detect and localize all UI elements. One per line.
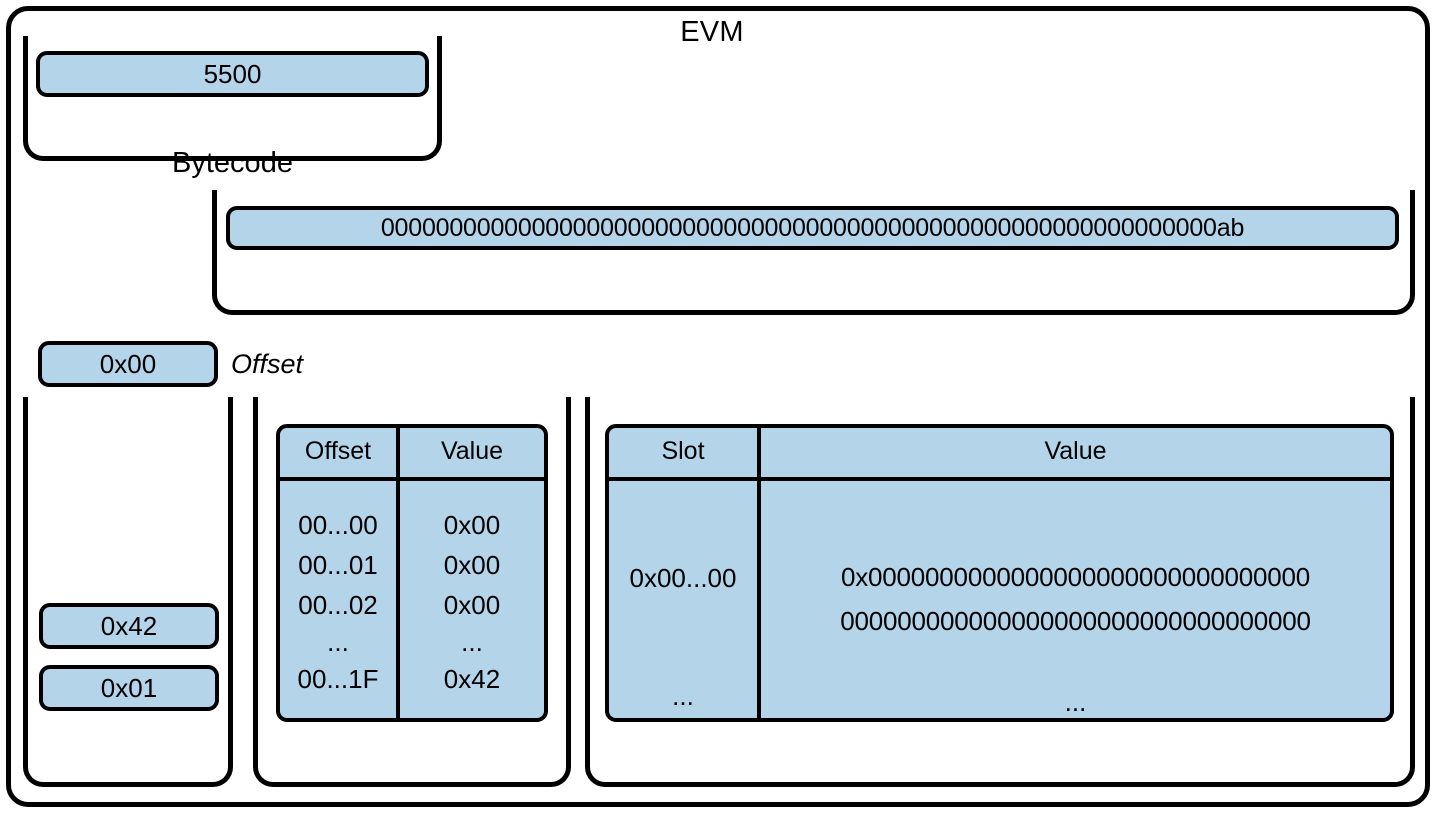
memory-table-body: 00...00 00...01 00...02 ... 00...1F 0x00… — [280, 481, 544, 718]
storage-value-column: 0x0000000000000000000000000000000 000000… — [761, 481, 1390, 718]
memory-offset-cell: 00...1F — [297, 664, 379, 694]
offset-value-chip: 0x00 — [38, 341, 218, 387]
memory-offset-cell: 00...02 — [298, 590, 378, 620]
memory-table-header: Offset Value — [280, 428, 544, 481]
storage-value-cell-line2: 000000000000000000000000000000000 — [840, 606, 1311, 636]
stack-container: Stack — [23, 397, 233, 787]
bytecode-label: Bytecode — [172, 147, 293, 179]
offset-annotation-label: Offset — [231, 349, 304, 379]
storage-table-header: Slot Value — [609, 428, 1390, 481]
memory-column-header-offset: Offset — [280, 428, 400, 477]
memory-offset-cell: 00...00 — [298, 510, 378, 540]
memory-table: Offset Value 00...00 00...01 00...02 ...… — [276, 424, 548, 722]
storage-value-cell-line1: 0x0000000000000000000000000000000 — [840, 562, 1311, 592]
calldata-value-chip: 0000000000000000000000000000000000000000… — [226, 206, 1399, 250]
storage-table: Slot Value 0x00...00 ... 0x0000000000000… — [605, 424, 1394, 722]
memory-offset-column: 00...00 00...01 00...02 ... 00...1F — [280, 481, 400, 718]
storage-slot-ellipsis: ... — [672, 681, 694, 711]
storage-value-ellipsis: ... — [1064, 687, 1087, 717]
memory-value-cell: 0x00 — [443, 510, 501, 540]
memory-column-header-value: Value — [440, 437, 504, 465]
memory-offset-cell: 00...01 — [298, 550, 378, 580]
memory-value-cell: 0x00 — [443, 550, 501, 580]
storage-slot-cell: 0x00...00 — [629, 563, 737, 593]
memory-offset-cell: ... — [327, 627, 349, 657]
memory-value-cell: 0x00 — [443, 590, 501, 620]
memory-value-cell: ... — [461, 627, 483, 657]
storage-column-header-value: Value — [1044, 437, 1107, 465]
storage-column-header-slot: Slot — [609, 428, 761, 477]
memory-value-cell: 0x42 — [443, 664, 501, 694]
memory-value-column: 0x00 0x00 0x00 ... 0x42 — [400, 481, 544, 718]
stack-item: 0x42 — [39, 603, 219, 649]
storage-table-body: 0x00...00 ... 0x000000000000000000000000… — [609, 481, 1390, 718]
page-title: EVM — [680, 16, 744, 48]
bytecode-value-chip: 5500 — [36, 51, 429, 97]
stack-item: 0x01 — [39, 665, 219, 711]
storage-slot-column: 0x00...00 ... — [609, 481, 761, 718]
